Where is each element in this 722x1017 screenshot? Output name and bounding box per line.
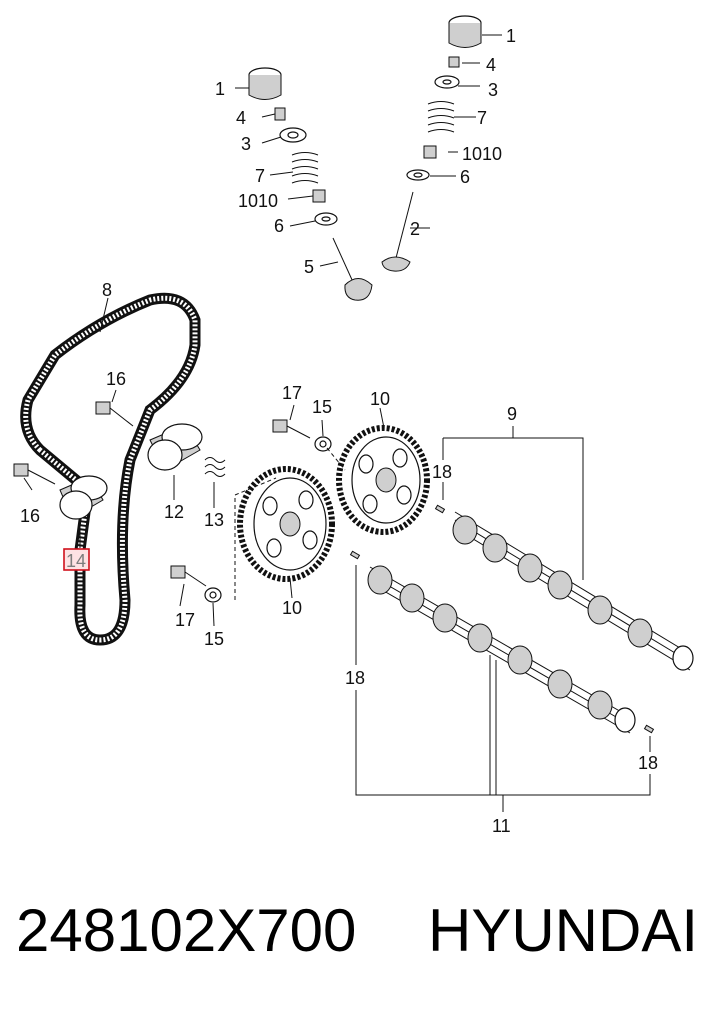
bolt-16-lower <box>13 463 56 485</box>
callout-3-left: 3 <box>241 134 251 154</box>
callout-10-front: 10 <box>282 598 302 618</box>
camshaft-upper <box>452 511 694 671</box>
callout-7-right: 7 <box>477 108 487 128</box>
spring-retainer-left <box>279 127 307 143</box>
bolt-16-upper <box>95 401 134 427</box>
part-number: 248102X700 <box>16 897 357 964</box>
callout-4-right: 4 <box>486 55 496 75</box>
callout-4-left: 4 <box>236 108 246 128</box>
callout-9: 9 <box>507 404 517 424</box>
spring-seat-left <box>314 212 338 226</box>
callout-11: 11 <box>492 816 511 836</box>
assembly-line-rear <box>326 447 346 471</box>
callout-1-left: 1 <box>215 79 225 99</box>
callout-1010-right: 1010 <box>462 144 502 164</box>
timing-belt <box>20 292 201 646</box>
highlight-box <box>63 548 90 571</box>
callout-6-right: 6 <box>460 167 470 187</box>
bolt-17-upper <box>272 419 311 439</box>
callout-17-upper: 17 <box>282 383 302 403</box>
dowel-pin-18-lower <box>349 550 361 560</box>
callout-1-right: 1 <box>506 26 516 46</box>
callout-14: 14 <box>66 551 86 571</box>
dowel-pin-18-end <box>643 724 655 734</box>
callout-15-lower: 15 <box>204 629 224 649</box>
callout-2: 2 <box>410 219 420 239</box>
callout-8: 8 <box>102 280 112 300</box>
tensioner-pulley-14 <box>59 475 108 520</box>
camshaft-lower <box>367 565 636 734</box>
bolt-17-lower <box>170 565 207 587</box>
callout-1010-left: 1010 <box>238 191 278 211</box>
intake-valve <box>332 237 373 301</box>
valve-tappet-left <box>248 67 282 100</box>
callout-16-lower: 16 <box>20 506 40 526</box>
washer-15-upper <box>314 436 332 452</box>
callout-14-highlight: 14 <box>63 548 90 571</box>
spring-retainer-right <box>434 75 460 89</box>
valve-seal-left <box>312 189 326 203</box>
camshaft-sprocket-front <box>237 466 335 582</box>
callout-12: 12 <box>164 502 184 522</box>
parts-diagram: 1 1 2 3 3 4 4 5 6 6 7 7 8 9 10 10 1010 1… <box>13 15 694 836</box>
spring-seat-right <box>406 169 430 181</box>
callout-18-end: 18 <box>638 753 658 773</box>
camshaft-sprocket-rear <box>336 425 430 535</box>
callout-3-right: 3 <box>488 80 498 100</box>
leader-lines <box>23 34 651 812</box>
callout-6-left: 6 <box>274 216 284 236</box>
valve-spring-left <box>291 152 319 184</box>
callout-5: 5 <box>304 257 314 277</box>
callout-18-upper: 18 <box>432 462 452 482</box>
valve-tappet-right <box>448 15 482 48</box>
valve-seal-right <box>423 145 437 159</box>
tensioner-spring-13 <box>204 457 226 477</box>
callout-18-mid: 18 <box>345 668 365 688</box>
valve-spring-right <box>427 101 455 133</box>
callout-16-upper: 16 <box>106 369 126 389</box>
callout-7-left: 7 <box>255 166 265 186</box>
idler-pulley-12 <box>147 423 203 471</box>
assembly-line-front <box>234 477 277 600</box>
callout-10-rear: 10 <box>370 389 390 409</box>
valve-cotter-right <box>448 56 460 68</box>
exhaust-valve <box>381 191 414 272</box>
brand-name: HYUNDAI <box>428 897 699 964</box>
callout-17-lower: 17 <box>175 610 195 630</box>
callout-15-upper: 15 <box>312 397 332 417</box>
washer-15-lower <box>204 587 222 603</box>
callout-13: 13 <box>204 510 224 530</box>
dowel-pin-18-upper <box>434 504 446 514</box>
valve-cotter-left <box>274 107 286 121</box>
